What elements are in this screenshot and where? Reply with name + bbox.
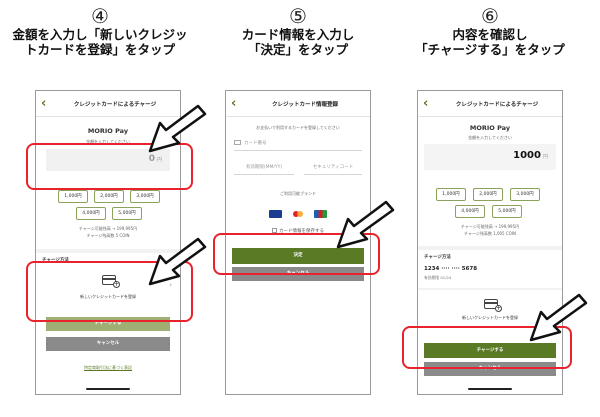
brand-name: MORIO Pay (469, 124, 511, 132)
step-number: ④ (91, 4, 109, 28)
back-chevron-icon[interactable]: ‹ (231, 96, 237, 111)
preset-chip-4000[interactable]: 4,000円 (76, 207, 106, 220)
saved-card-row[interactable]: 1234 ···· ···· 5678 有効期限 01/24 (418, 264, 562, 286)
visa-logo-icon (269, 209, 283, 218)
section-divider (418, 246, 562, 250)
add-card-icon: + (102, 275, 120, 288)
highlight-charge-button (402, 326, 572, 369)
amount-number: 1000 (513, 150, 541, 161)
submit-button[interactable]: 決定 (232, 248, 364, 264)
step-instruction: 内容を確認し 「チャージする」をタップ (415, 27, 565, 57)
charge-limit-text: チャージ可能残高 → 199,995円 (78, 226, 138, 231)
card-number-field[interactable]: カード番号 (234, 137, 362, 151)
back-chevron-icon[interactable]: ‹ (423, 96, 429, 111)
preset-chip-3000[interactable]: 3,000円 (510, 188, 540, 201)
pointer-arrow-icon (336, 200, 395, 249)
step-4-caption: ④ 金額を入力し「新しいクレジッ トカードを登録」をタップ (0, 0, 200, 57)
amount-prompt: 金額を入力してください (86, 139, 130, 144)
chevron-right-icon: › (169, 281, 172, 289)
preset-chip-2000[interactable]: 2,000円 (94, 190, 124, 203)
preset-chip-3000[interactable]: 3,000円 (130, 190, 160, 203)
save-card-option[interactable]: カード情報を保存する (226, 228, 370, 234)
accepted-brands-label: ご利用可能ブランド (280, 191, 316, 196)
register-card-label: 新しいクレジットカードを登録 (80, 294, 136, 299)
save-card-label: カード情報を保存する (279, 229, 324, 234)
coin-balance-text: チャージ残高数 1,005 COIN (464, 231, 516, 236)
yen-unit: 円 (542, 154, 548, 160)
charge-method-label: チャージ方法 (424, 255, 451, 260)
step-instruction: カード情報を入力し 「決定」をタップ (241, 27, 355, 57)
screen-title: クレジットカードによるチャージ (455, 102, 539, 108)
charge-limit-text: チャージ可能残高 → 199,995円 (460, 224, 520, 229)
row-divider (418, 288, 562, 290)
card-icon (234, 140, 241, 145)
highlight-submit-button (213, 233, 380, 275)
register-new-card-row[interactable]: + 新しいクレジットカードを登録 (418, 296, 562, 326)
add-card-icon: + (484, 299, 502, 312)
jcb-logo-icon (313, 209, 327, 218)
preset-chip-4000[interactable]: 4,000円 (455, 205, 485, 218)
highlight-register-card (26, 261, 193, 322)
preset-chip-2000[interactable]: 2,000円 (473, 188, 503, 201)
legal-notice-link[interactable]: 特定商取引法に基づく表記 (84, 365, 132, 370)
step-instruction: 金額を入力し「新しいクレジッ トカードを登録」をタップ (12, 27, 188, 57)
nav-bar: ‹ クレジットカードによるチャージ (418, 91, 562, 117)
screen-title: クレジットカードによるチャージ (73, 102, 157, 108)
back-chevron-icon[interactable]: ‹ (41, 96, 47, 111)
preset-chip-1000[interactable]: 1,000円 (58, 190, 88, 203)
step-6-caption: ⑥ 内容を確認し 「チャージする」をタップ (390, 0, 590, 57)
register-card-label: 新しいクレジットカードを登録 (462, 315, 518, 320)
pointer-arrow-icon (148, 104, 207, 153)
preset-chip-1000[interactable]: 1,000円 (436, 188, 466, 201)
brand-name: MORIO Pay (87, 127, 129, 135)
preset-chip-5000[interactable]: 5,000円 (492, 205, 522, 218)
cancel-button[interactable]: キャンセル (46, 337, 170, 351)
step-5-caption: ⑤ カード情報を入力し 「決定」をタップ (198, 0, 398, 57)
card-number-placeholder: カード番号 (244, 141, 267, 146)
security-code-field[interactable]: セキュリティコード (304, 161, 362, 175)
screen-title: クレジットカード情報登録 (271, 102, 338, 108)
saved-card-expiry: 有効期限 01/24 (424, 275, 452, 280)
highlight-amount-input (26, 143, 193, 190)
home-indicator (86, 387, 130, 390)
amount-number: 0 (148, 154, 155, 164)
amount-prompt: 金額を入力してください (468, 135, 512, 140)
preset-chip-5000[interactable]: 5,000円 (112, 207, 142, 220)
section-divider (36, 249, 180, 253)
nav-bar: ‹ クレジットカード情報登録 (226, 91, 370, 117)
card-brand-logos (226, 203, 370, 218)
charge-method-label: チャージ方法 (42, 258, 69, 263)
saved-card-number: 1234 ···· ···· 5678 (424, 266, 478, 272)
charge-button[interactable]: チャージする (424, 343, 556, 358)
pointer-arrow-icon (148, 237, 207, 286)
expiry-field[interactable]: 有効期限(MM/YY) (234, 161, 294, 175)
pointer-arrow-icon (529, 293, 588, 342)
nav-bar: ‹ クレジットカードによるチャージ (36, 91, 180, 117)
step-number: ⑥ (481, 4, 499, 28)
home-indicator (468, 387, 512, 390)
step-number: ⑤ (289, 4, 307, 28)
coin-balance-text: チャージ残高数 5 COIN (86, 233, 130, 238)
yen-unit: 円 (156, 157, 162, 163)
registration-notice: お支払いで利用するカードを登録してください (256, 125, 340, 130)
save-card-checkbox[interactable] (272, 228, 277, 233)
phone-screen-charge-confirm: ‹ クレジットカードによるチャージ MORIO Pay 金額を入力してください … (417, 90, 563, 395)
register-new-card-row[interactable]: + 新しいクレジットカードを登録 › (36, 269, 180, 307)
mastercard-logo-icon (291, 209, 305, 218)
